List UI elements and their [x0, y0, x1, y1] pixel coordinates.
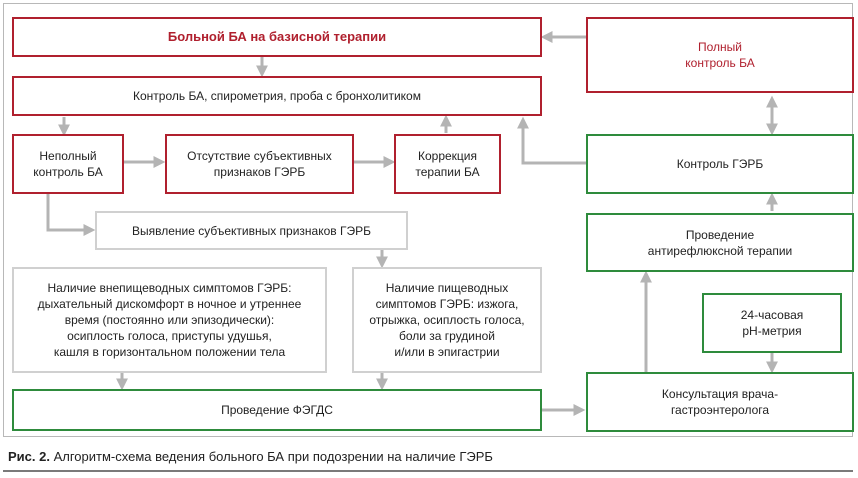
box-therapy-correction: Коррекция терапии БА — [394, 134, 501, 194]
box-extraesophageal-symptoms: Наличие внепищеводных симптомов ГЭРБ: ды… — [12, 267, 327, 373]
caption-label: Рис. 2. — [8, 449, 50, 464]
arrow-gerdcontrol-to-control — [517, 116, 586, 165]
box-antireflux-therapy: Проведение антирефлюксной терапии — [586, 213, 854, 272]
box-gastro-consult: Консультация врача- гастроэнтеролога — [586, 372, 854, 432]
figure-caption: Рис. 2. Алгоритм-схема ведения больного … — [8, 449, 493, 464]
box-full-control: Полный контроль БА — [586, 17, 854, 93]
arrow-incomplete-to-detect — [46, 194, 96, 236]
box-detect-subjective-signs: Выявление субъективных признаков ГЭРБ — [95, 211, 408, 250]
caption-separator — [3, 470, 853, 472]
box-ph-metry: 24-часовая pH-метрия — [702, 293, 842, 353]
caption-text: Алгоритм-схема ведения больного БА при п… — [49, 449, 493, 464]
box-incomplete-control: Неполный контроль БА — [12, 134, 124, 194]
box-gerd-control: Контроль ГЭРБ — [586, 134, 854, 194]
box-no-subjective-signs: Отсутствие субъективных признаков ГЭРБ — [165, 134, 354, 194]
box-patient-basic-therapy: Больной БА на базисной терапии — [12, 17, 542, 57]
box-esophageal-symptoms: Наличие пищеводных симптомов ГЭРБ: изжог… — [352, 267, 542, 373]
box-fegds: Проведение ФЭГДС — [12, 389, 542, 431]
box-control-spirometry: Контроль БА, спирометрия, проба с бронхо… — [12, 76, 542, 116]
